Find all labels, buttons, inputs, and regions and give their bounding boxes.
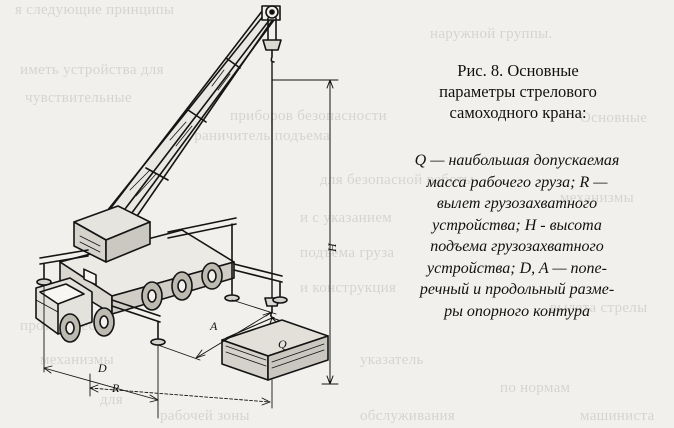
bleed-text: обслуживания <box>360 408 456 424</box>
legend-line: вылет грузозахватного <box>436 195 598 212</box>
load-label: Q <box>278 337 287 351</box>
bleed-text: и конструкция <box>300 280 397 296</box>
bleed-text: механизмы <box>560 190 634 206</box>
caption-line: параметры стрелового <box>439 82 597 101</box>
legend-line: речный и продольный разме- <box>419 281 615 298</box>
bleed-text: вылета стрелы <box>550 300 648 316</box>
bleed-text: я следующие принципы <box>15 2 175 18</box>
hoist-rope <box>267 17 277 41</box>
dimension-r-label: R <box>111 381 120 395</box>
bleed-text: указатель <box>360 352 424 368</box>
wheels <box>59 262 223 343</box>
height-dimension <box>271 79 339 385</box>
boom <box>99 5 281 233</box>
bleed-text: иметь устройства для <box>20 62 164 78</box>
dimension-a-label: A <box>209 319 218 333</box>
legend-line: подъема грузозахватного <box>430 238 604 255</box>
bleed-text: механизмы <box>40 352 114 368</box>
bleed-text: чувствительные <box>25 90 132 106</box>
hook-block <box>262 39 282 63</box>
load-box <box>221 319 329 381</box>
height-label: H <box>325 242 339 253</box>
bleed-text: ограничитель подъема <box>180 128 330 144</box>
support-contour-dimensions <box>43 284 277 419</box>
outriggers <box>36 217 288 346</box>
figure-caption: Рис. 8. Основные параметры стрелового са… <box>418 60 618 123</box>
bleed-text: Основные <box>580 110 648 126</box>
dimension-d-label: D <box>97 361 107 375</box>
legend-line: ры опорного контура <box>444 302 590 320</box>
legend-line: масса рабочего груза; R — <box>426 173 608 191</box>
bleed-text: для <box>100 392 123 408</box>
caption-line: Рис. 8. Основные <box>457 61 579 80</box>
figure-legend: Q — наибольшая допускаемая масса рабочег… <box>366 150 668 322</box>
caption-line: самоходного крана: <box>449 103 587 122</box>
bleed-text: рабочей зоны <box>160 408 250 424</box>
bleed-text: по нормам <box>500 380 571 396</box>
bleed-text: и с указанием <box>300 210 393 226</box>
legend-line: устройства; D, A — попе- <box>427 259 607 277</box>
bleed-text: приборов безопасности <box>230 108 387 124</box>
bleed-text: наружной группы. <box>430 26 553 42</box>
bleed-text: машиниста <box>580 408 655 424</box>
legend-line: устройства; H - высота <box>432 216 602 234</box>
bleed-text: для безопасной работы <box>320 172 475 188</box>
legend-line: Q — наибольшая допускаемая <box>414 152 620 169</box>
bleed-text: подъема груза <box>300 245 395 261</box>
